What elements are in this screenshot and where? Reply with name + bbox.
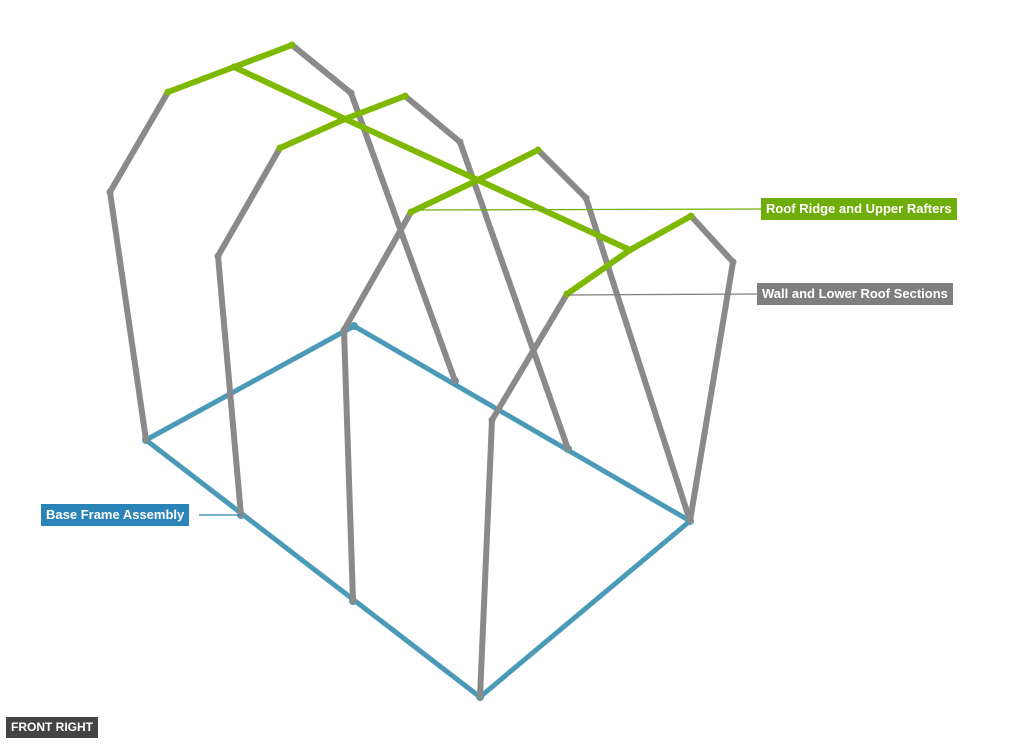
roof-joint-8 (474, 176, 482, 184)
wall-section-8 (687, 213, 736, 524)
roof-joint-3 (288, 41, 296, 49)
wall-sections (106, 42, 737, 700)
view-orientation-label: FRONT RIGHT (6, 717, 98, 738)
wall-section-5 (341, 209, 414, 604)
wall-leader-line (567, 293, 758, 296)
roof-joint-5 (341, 115, 349, 123)
wall-section-6 (535, 147, 693, 524)
wall-joint-3 (340, 326, 348, 334)
roof-leader-line (411, 208, 762, 211)
wall-section-2 (289, 42, 458, 384)
leader-lines (199, 208, 762, 516)
wall-section-4 (402, 93, 571, 452)
wall-joint-1 (106, 188, 114, 196)
wall-section-1 (107, 89, 171, 443)
wall-joint-2 (214, 252, 222, 260)
roof-joint-11 (626, 246, 634, 254)
wall-joint-7 (582, 194, 590, 202)
wall-joint-6 (456, 138, 464, 146)
roof-sections (164, 41, 695, 298)
wall-joint-5 (347, 89, 355, 97)
roof-joint-10 (563, 290, 571, 298)
roof-joint-9 (534, 146, 542, 154)
base-frame (142, 322, 694, 701)
roof-ridge-label: Roof Ridge and Upper Rafters (761, 198, 957, 220)
wall-joint-4 (488, 416, 496, 424)
wall-section-3 (215, 145, 283, 518)
roof-joint-12 (687, 212, 695, 220)
roof-joint-6 (401, 92, 409, 100)
base-frame-label: Base Frame Assembly (41, 504, 190, 526)
base-joint-2 (350, 322, 358, 330)
wall-joint-8 (729, 258, 737, 266)
roof-joint-4 (276, 144, 284, 152)
roof-joint-1 (164, 88, 172, 96)
roof-joint-2 (230, 63, 238, 71)
wall-sections-label: Wall and Lower Roof Sections (757, 283, 953, 305)
roof-member-5 (231, 64, 633, 253)
